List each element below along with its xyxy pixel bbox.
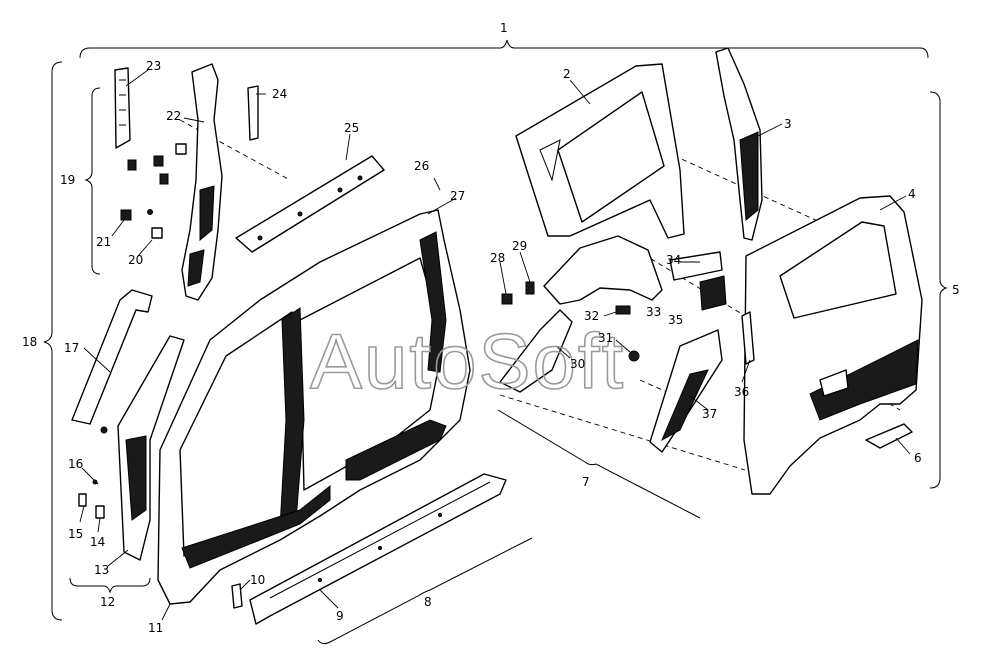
- part-36-strip: [741, 311, 755, 365]
- callout-26: 26: [414, 159, 429, 173]
- callout-27: 27: [450, 189, 465, 203]
- part-6-bracket: [865, 423, 913, 449]
- callout-22: 22: [166, 109, 181, 123]
- callout-24: 24: [272, 87, 287, 101]
- part-23-strip: [114, 67, 131, 149]
- part-30-panel: [499, 309, 573, 393]
- callout-21: 21: [96, 235, 111, 249]
- callout-6: 6: [914, 451, 922, 465]
- clip: [127, 159, 137, 171]
- watermark: AutoSoft: [310, 317, 625, 405]
- clip: [147, 209, 153, 215]
- callout-16: 16: [68, 457, 83, 471]
- callout-10: 10: [250, 573, 265, 587]
- part-9-sill: [249, 473, 507, 625]
- part-22-pillar: [181, 63, 223, 301]
- callout-34: 34: [666, 253, 681, 267]
- clip: [151, 227, 163, 239]
- callout-8: 8: [424, 595, 432, 609]
- callout-7: 7: [582, 475, 590, 489]
- callout-13: 13: [94, 563, 109, 577]
- callout-23: 23: [146, 59, 161, 73]
- bracket-7: [497, 409, 701, 519]
- leader-lines: [79, 69, 911, 621]
- part-17-strip: [71, 289, 153, 425]
- clip: [175, 143, 187, 155]
- callout-30: 30: [570, 357, 585, 371]
- door-opening-rear: [299, 257, 441, 491]
- callout-5: 5: [952, 283, 960, 297]
- callout-14: 14: [90, 535, 105, 549]
- callout-20: 20: [128, 253, 143, 267]
- callout-17: 17: [64, 341, 79, 355]
- callout-37: 37: [702, 407, 717, 421]
- callout-1: 1: [500, 21, 508, 35]
- callout-labels: 1 2 3 4 5 6 7 8 9 10 11 12 13 14 15 16 1…: [22, 21, 960, 635]
- clip: [95, 505, 105, 519]
- callout-29: 29: [512, 239, 527, 253]
- callout-28: 28: [490, 251, 505, 265]
- callout-31: 31: [598, 331, 613, 345]
- clip: [153, 155, 164, 167]
- callout-32: 32: [584, 309, 599, 323]
- bracket-19: [84, 87, 101, 275]
- callout-3: 3: [784, 117, 792, 131]
- clip: [78, 493, 87, 507]
- part-wheelhouse: [543, 235, 663, 305]
- bracket-1: [79, 39, 929, 59]
- callout-15: 15: [68, 527, 83, 541]
- callout-11: 11: [148, 621, 163, 635]
- callout-33: 33: [646, 305, 661, 319]
- clip: [501, 293, 513, 305]
- bracket-5: [929, 91, 948, 489]
- clip: [615, 305, 631, 315]
- bracket-8: [317, 537, 533, 645]
- callout-18: 18: [22, 335, 37, 349]
- callout-9: 9: [336, 609, 344, 623]
- assembly-line: [499, 394, 746, 471]
- callout-25: 25: [344, 121, 359, 135]
- clip: [525, 281, 535, 295]
- clip: [120, 209, 132, 221]
- callout-4: 4: [908, 187, 916, 201]
- part-10-bracket: [231, 583, 243, 609]
- callout-36: 36: [734, 385, 749, 399]
- callout-19: 19: [60, 173, 75, 187]
- callout-2: 2: [563, 67, 571, 81]
- part-25-rail: [235, 155, 385, 253]
- callout-35: 35: [668, 313, 683, 327]
- bracket-18: [43, 61, 63, 621]
- clip: [159, 173, 169, 185]
- bracket-12: [69, 577, 151, 594]
- callout-12: 12: [100, 595, 115, 609]
